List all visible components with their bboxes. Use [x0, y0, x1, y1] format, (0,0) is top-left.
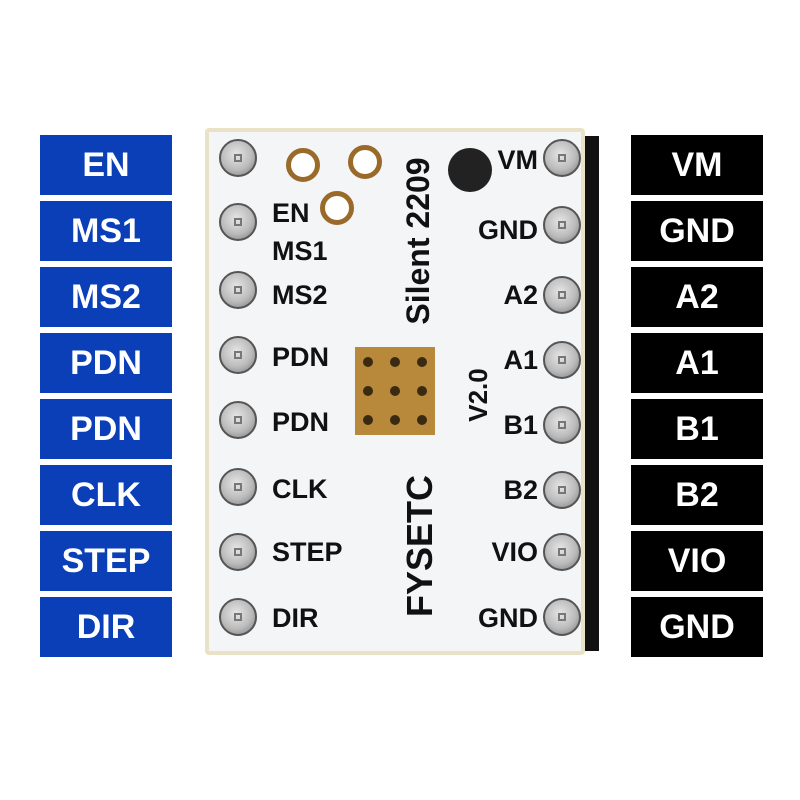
pin-label-b1: B1 — [631, 399, 763, 459]
pin-label-b2: B2 — [631, 465, 763, 525]
pin-label-vm: VM — [631, 135, 763, 195]
pin-hole — [219, 401, 257, 439]
pin-label-pdn: PDN — [40, 333, 172, 393]
pin-label-clk: CLK — [40, 465, 172, 525]
pin-label-pdn-2: PDN — [40, 399, 172, 459]
silk-vio: VIO — [491, 537, 538, 567]
silk-step: STEP — [272, 537, 343, 567]
pin-hole — [219, 468, 257, 506]
version-label: V2.0 — [463, 368, 493, 422]
silk-vm: VM — [497, 145, 539, 175]
brand-label: FYSETC — [399, 475, 440, 618]
pin-hole — [543, 406, 581, 444]
silk-b1: B1 — [503, 410, 538, 440]
silk-a1: A1 — [503, 345, 538, 375]
model-name: Silent 2209 — [400, 157, 436, 325]
silk-b2: B2 — [503, 475, 538, 505]
pin-label-gnd: GND — [631, 201, 763, 261]
copper-via — [320, 191, 354, 225]
black-component — [448, 148, 492, 192]
silk-gnd-2: GND — [478, 603, 538, 633]
pin-hole — [219, 533, 257, 571]
copper-via — [286, 148, 320, 182]
silk-ms1: MS1 — [272, 236, 328, 266]
silk-ms2: MS2 — [272, 280, 328, 310]
silk-pdn: PDN — [272, 342, 330, 372]
pin-hole — [543, 598, 581, 636]
pin-label-step: STEP — [40, 531, 172, 591]
pin-label-a2: A2 — [631, 267, 763, 327]
pin-label-gnd-2: GND — [631, 597, 763, 657]
silk-en: EN — [272, 198, 310, 228]
pin-label-ms1: MS1 — [40, 201, 172, 261]
pin-label-a1: A1 — [631, 333, 763, 393]
pin-hole — [219, 336, 257, 374]
pin-hole — [543, 471, 581, 509]
pin-hole — [543, 533, 581, 571]
pin-label-vio: VIO — [631, 531, 763, 591]
silk-clk: CLK — [272, 474, 328, 504]
pin-label-en: EN — [40, 135, 172, 195]
pin-hole — [219, 139, 257, 177]
silk-gnd: GND — [478, 215, 538, 245]
thermal-pad — [355, 347, 435, 435]
pin-hole — [219, 598, 257, 636]
pin-hole — [543, 206, 581, 244]
pin-label-dir: DIR — [40, 597, 172, 657]
pin-hole — [543, 276, 581, 314]
pin-header-strip — [585, 136, 599, 651]
pin-hole — [219, 203, 257, 241]
pin-hole — [543, 341, 581, 379]
pin-label-ms2: MS2 — [40, 267, 172, 327]
silk-pdn-2: PDN — [272, 407, 330, 437]
silk-dir: DIR — [272, 603, 319, 633]
pin-hole — [219, 271, 257, 309]
silk-a2: A2 — [503, 280, 538, 310]
pin-hole — [543, 139, 581, 177]
copper-via — [348, 145, 382, 179]
